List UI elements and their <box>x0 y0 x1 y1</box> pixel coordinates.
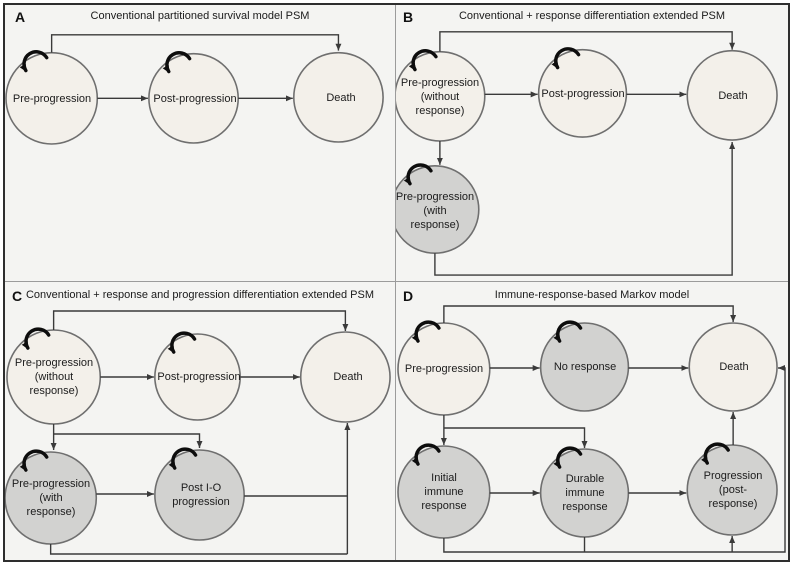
state-label-death: Death <box>718 89 748 102</box>
transition-arrows <box>49 310 351 555</box>
figure-frame: A Conventional partitioned survival mode… <box>3 3 790 562</box>
state-label-no-response: No response <box>553 360 617 373</box>
panel-a-diagram <box>5 34 384 145</box>
state-label-pre-progression: Pre-progression <box>12 92 92 105</box>
transition-arrows <box>50 34 342 102</box>
state-label-post-progression: Post-progression <box>157 370 241 383</box>
panel-d-title: Immune-response-based Markov model <box>494 289 690 301</box>
state-label-death: Death <box>326 91 356 104</box>
state-pre-progression-with-response <box>396 165 480 254</box>
state-no-response <box>539 322 630 412</box>
panel-c-title: Conventional + response and progression … <box>25 289 375 301</box>
panel-a: A Conventional partitioned survival mode… <box>5 5 396 282</box>
panel-d-letter: D <box>403 288 414 304</box>
state-label-pre-progression-with-response: Pre-progression (with response) <box>11 477 91 519</box>
transition-arrows <box>434 31 736 276</box>
state-label-pre-progression-without-response: Pre-progression (without response) <box>14 356 94 398</box>
state-label-pre-progression: Pre-progression <box>404 362 484 375</box>
state-label-pre-progression-with-response: Pre-progression (with response) <box>396 190 475 232</box>
panel-d-diagram <box>397 305 786 553</box>
state-label-pre-progression-without-response: Pre-progression (without response) <box>400 76 480 118</box>
state-death <box>686 49 778 141</box>
state-circles <box>5 329 391 545</box>
panel-b-letter: B <box>403 9 414 25</box>
state-label-post-io-progression: Post I-O progression <box>172 481 230 508</box>
panel-c: C Conventional + response and progressio… <box>5 282 396 560</box>
state-death <box>292 51 384 143</box>
self-loop-arrows <box>403 47 581 186</box>
panel-c-diagram <box>5 310 391 555</box>
state-label-post-progression: Post-progression <box>541 87 625 100</box>
panel-b-title: Conventional + response differentiation … <box>458 10 726 22</box>
self-loop-arrows <box>19 327 198 472</box>
panel-b: B Conventional + response differentiatio… <box>396 5 788 282</box>
state-post-progression <box>537 48 628 138</box>
state-label-progression-post-response: Progression (post-response) <box>703 469 763 511</box>
panel-a-title: Conventional partitioned survival model … <box>90 10 310 22</box>
state-label-death: Death <box>333 370 363 383</box>
state-label-durable-immune-response: Durable immune response <box>562 472 608 514</box>
panel-d: D Immune-response-based Markov model Pre… <box>396 282 788 560</box>
state-post-io-progression <box>154 449 245 541</box>
state-death <box>688 322 778 412</box>
transition-arrows <box>440 305 786 553</box>
panel-a-letter: A <box>15 9 26 25</box>
self-loop-arrows <box>19 50 192 74</box>
state-death <box>299 331 391 423</box>
state-circles <box>397 322 778 539</box>
self-loop-arrows <box>411 320 730 469</box>
state-label-initial-immune-response: Initial immune response <box>421 471 467 513</box>
state-label-death: Death <box>719 360 749 373</box>
panel-b-diagram <box>396 31 778 276</box>
state-progression-post-response <box>686 444 778 536</box>
state-circles <box>396 48 778 254</box>
panel-c-letter: C <box>12 288 23 304</box>
state-label-post-progression: Post-progression <box>153 92 237 105</box>
